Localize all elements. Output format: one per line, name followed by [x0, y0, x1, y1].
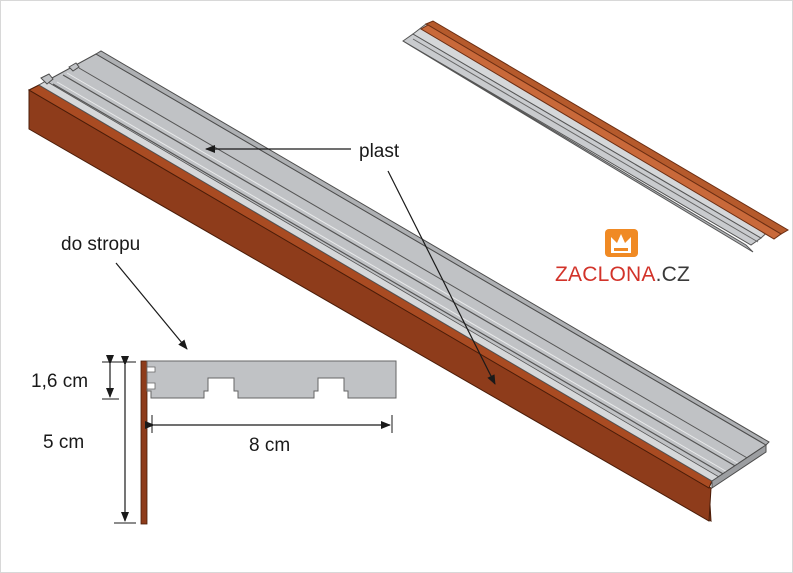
cross-section-profile [140, 360, 397, 525]
crown-icon [605, 229, 638, 257]
label-height-small: 1,6 cm [31, 371, 89, 392]
dimension-height-small [102, 355, 136, 400]
label-plast: plast [359, 141, 400, 162]
brand-name: ZACLONA [555, 263, 656, 286]
label-do-stropu: do stropu [61, 234, 141, 255]
dimension-height-total [114, 356, 136, 524]
do-stropu-arrow [115, 262, 188, 350]
main-rail [27, 50, 770, 522]
dimension-width [145, 415, 393, 433]
brand-wordmark: ZACLONA.CZ [555, 263, 690, 287]
plast-arrow-side [387, 170, 496, 385]
small-rail [402, 20, 789, 253]
label-height-total: 5 cm [43, 432, 85, 453]
brand-tld: .CZ [655, 263, 691, 286]
label-width: 8 cm [249, 435, 291, 456]
